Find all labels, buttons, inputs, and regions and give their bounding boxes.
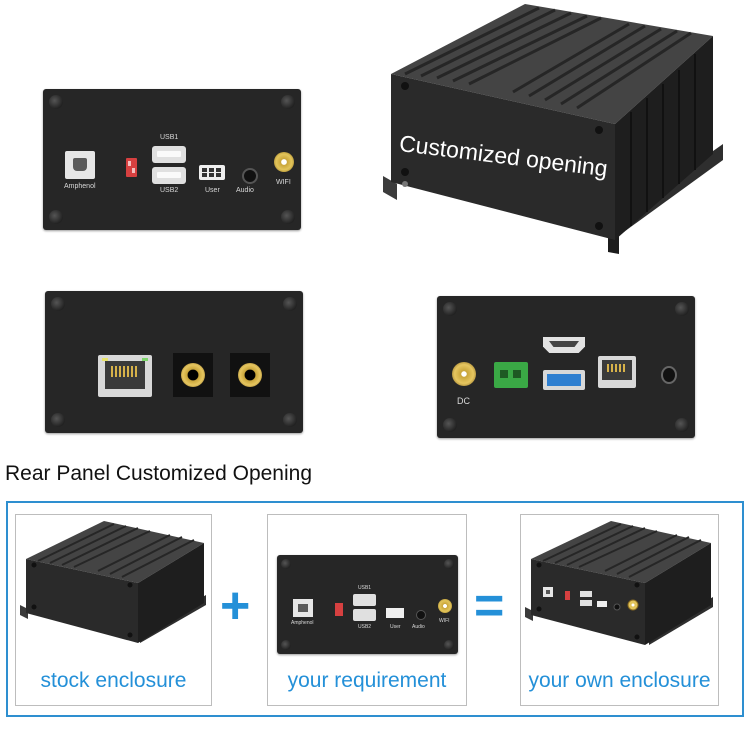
screw-top-left	[443, 302, 457, 316]
equals-symbol: =	[474, 577, 505, 635]
user-connector-icon	[199, 165, 225, 180]
usb-a-port-2-icon	[353, 609, 376, 621]
user-connector-icon	[386, 608, 404, 618]
screw-bottom-left	[49, 210, 63, 224]
caption-stock-enclosure: stock enclosure	[40, 669, 187, 692]
ethernet-port-icon	[98, 355, 152, 397]
label-wifi: WIFI	[276, 179, 291, 186]
label-audio: Audio	[236, 187, 254, 194]
label-user: User	[390, 624, 401, 630]
label-usb1: USB1	[160, 134, 179, 141]
dc-jack-icon	[452, 362, 476, 386]
usb3-port-icon	[543, 370, 585, 390]
dip-switch-icon	[335, 603, 343, 616]
rear-panel-usb-audio: Amphenol USB1 USB2 User Audio WIFI	[43, 89, 301, 230]
screw-top-left	[51, 297, 65, 311]
label-usb2: USB2	[358, 624, 372, 630]
card-your-own-enclosure: your own enclosure	[520, 514, 719, 706]
mini-rear-panel: Amphenol USB1 USB2 User Audio WIFI	[277, 555, 458, 654]
screw-bottom-left	[51, 413, 65, 427]
screw-top-right	[283, 297, 297, 311]
screw-bottom-right	[444, 640, 454, 650]
rear-panel-dc-hdmi: DC	[437, 296, 695, 438]
wifi-antenna-connector-icon	[274, 152, 294, 172]
label-audio: Audio	[412, 624, 425, 630]
label-user: User	[205, 187, 220, 194]
rear-panel-ethernet	[45, 291, 303, 433]
screw-top-left	[281, 559, 291, 569]
screw-top-right	[444, 559, 454, 569]
enclosure-photo-large: Customized opening	[383, 4, 725, 254]
caption-your-requirement: your requirement	[287, 669, 447, 692]
dip-switch-icon	[126, 158, 137, 177]
round-connector-2-icon	[230, 353, 270, 397]
usb-b-port-icon	[293, 599, 313, 617]
toggle-switch-icon	[661, 366, 677, 384]
wifi-antenna-connector-icon	[438, 599, 452, 613]
ethernet-port-icon	[598, 356, 636, 388]
screw-bottom-right	[283, 413, 297, 427]
usb-a-port-1-icon	[353, 594, 376, 606]
label-dc: DC	[457, 396, 470, 406]
screw-top-right	[281, 95, 295, 109]
label-usb1: USB1	[358, 585, 372, 591]
screw-bottom-left	[281, 640, 291, 650]
hdmi-port-icon	[543, 337, 585, 353]
screw-bottom-right	[281, 210, 295, 224]
plus-symbol: +	[220, 577, 251, 635]
stock-enclosure-photo	[20, 521, 208, 651]
screw-top-right	[675, 302, 689, 316]
card-your-requirement: Amphenol USB1 USB2 User Audio WIFI your …	[267, 514, 467, 706]
usb-a-port-2-icon	[152, 167, 186, 184]
audio-jack-icon	[416, 610, 426, 620]
custom-enclosure-photo	[525, 521, 715, 655]
usb-a-port-1-icon	[152, 146, 186, 163]
section-title: Rear Panel Customized Opening	[5, 462, 313, 485]
caption-your-own-enclosure: your own enclosure	[528, 669, 711, 692]
card-stock-enclosure: stock enclosure	[15, 514, 212, 706]
label-wifi: WIFI	[439, 618, 450, 624]
combo-frame	[6, 501, 744, 717]
audio-jack-icon	[242, 168, 258, 184]
terminal-block-icon	[494, 362, 528, 388]
label-amphenol: Amphenol	[64, 183, 96, 190]
screw-top-left	[49, 95, 63, 109]
label-amphenol: Amphenol	[291, 620, 314, 626]
usb-b-port-icon	[65, 151, 95, 179]
screw-bottom-left	[443, 418, 457, 432]
label-usb2: USB2	[160, 187, 179, 194]
screw-bottom-right	[675, 418, 689, 432]
round-connector-1-icon	[173, 353, 213, 397]
